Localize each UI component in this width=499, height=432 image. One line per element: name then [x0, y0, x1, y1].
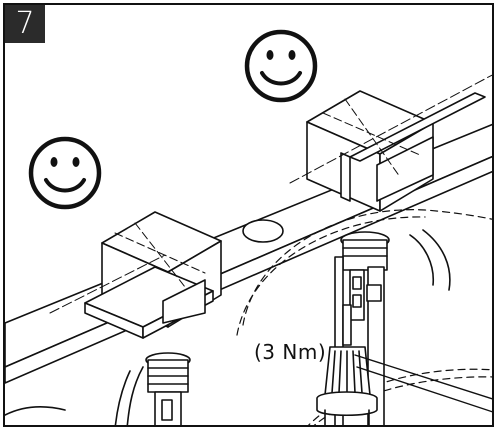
diagram-frame: 7: [3, 3, 494, 427]
left-handle-assembly: [49, 211, 222, 339]
torque-annotation: (3 Nm): [253, 340, 328, 364]
step-number-badge: 7: [5, 5, 45, 43]
detail-dashed-circles: [236, 209, 492, 425]
right-handle-assembly: [289, 74, 492, 212]
smiley-face-icon: [28, 136, 102, 210]
smiley-face-icon: [244, 29, 318, 103]
faucet-installation-illustration: [5, 29, 492, 425]
sink-basin: [5, 229, 451, 425]
valve-body-left: [145, 352, 191, 425]
torque-wrench-tool: [316, 304, 492, 425]
